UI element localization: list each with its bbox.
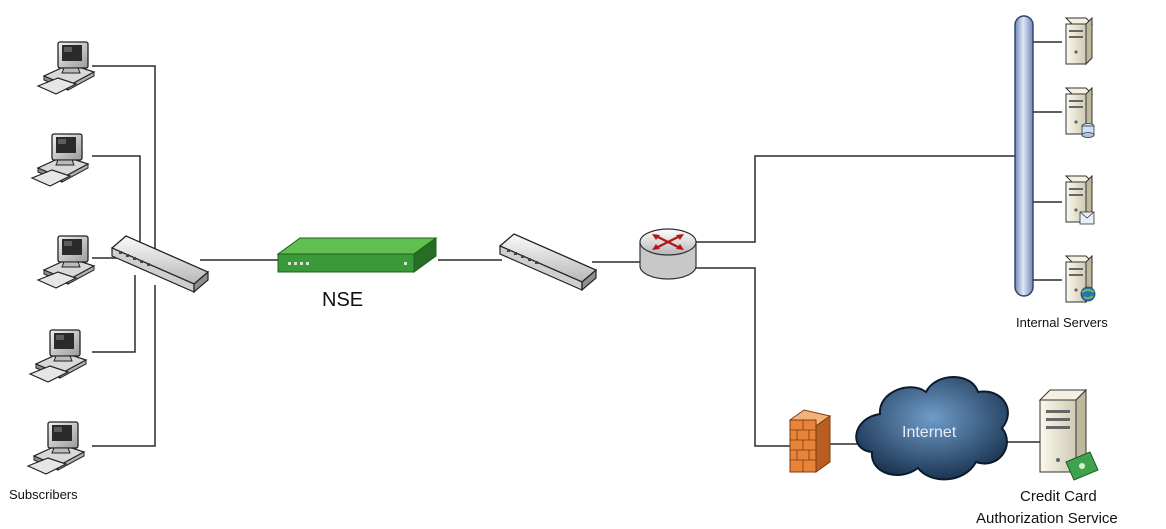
server-web-icon xyxy=(1065,255,1096,303)
pc-1-icon xyxy=(37,41,95,95)
internal-servers xyxy=(1065,17,1096,303)
pc-5-icon xyxy=(27,421,85,475)
link-pc-2 xyxy=(92,155,141,250)
link-pc-1 xyxy=(92,65,156,250)
connection-lines xyxy=(92,41,1062,447)
server-mail-icon xyxy=(1065,175,1095,225)
credit-card-label-line2: Authorization Service xyxy=(976,510,1118,527)
internet-label: Internet xyxy=(902,424,957,441)
pc-4-icon xyxy=(29,329,87,383)
nse-label: NSE xyxy=(322,289,364,311)
subscriber-pcs xyxy=(27,41,95,475)
firewall-icon xyxy=(788,409,832,473)
server-plain-icon xyxy=(1065,17,1093,65)
link-pc-4 xyxy=(92,275,136,353)
backbone-bus-icon xyxy=(1014,15,1034,297)
pc-2-icon xyxy=(31,133,89,187)
internet-cloud-icon xyxy=(855,376,1009,481)
link-pc-5 xyxy=(92,285,156,447)
credit-card-icon xyxy=(1065,451,1099,481)
credit-card-server-icon xyxy=(1038,388,1088,474)
internal-servers-label: Internal Servers xyxy=(1016,315,1108,330)
router-icon xyxy=(639,228,697,280)
pc-3-icon xyxy=(37,235,95,289)
link-router-firewall xyxy=(696,267,790,447)
nse-device-icon xyxy=(276,237,438,273)
link-router-backbone xyxy=(696,155,1015,243)
subscriber-switch-icon xyxy=(111,235,209,293)
server-database-icon xyxy=(1065,87,1095,138)
core-switch-icon xyxy=(499,233,597,291)
credit-card-label-line1: Credit Card xyxy=(1020,488,1097,505)
subscribers-label: Subscribers xyxy=(9,487,78,502)
